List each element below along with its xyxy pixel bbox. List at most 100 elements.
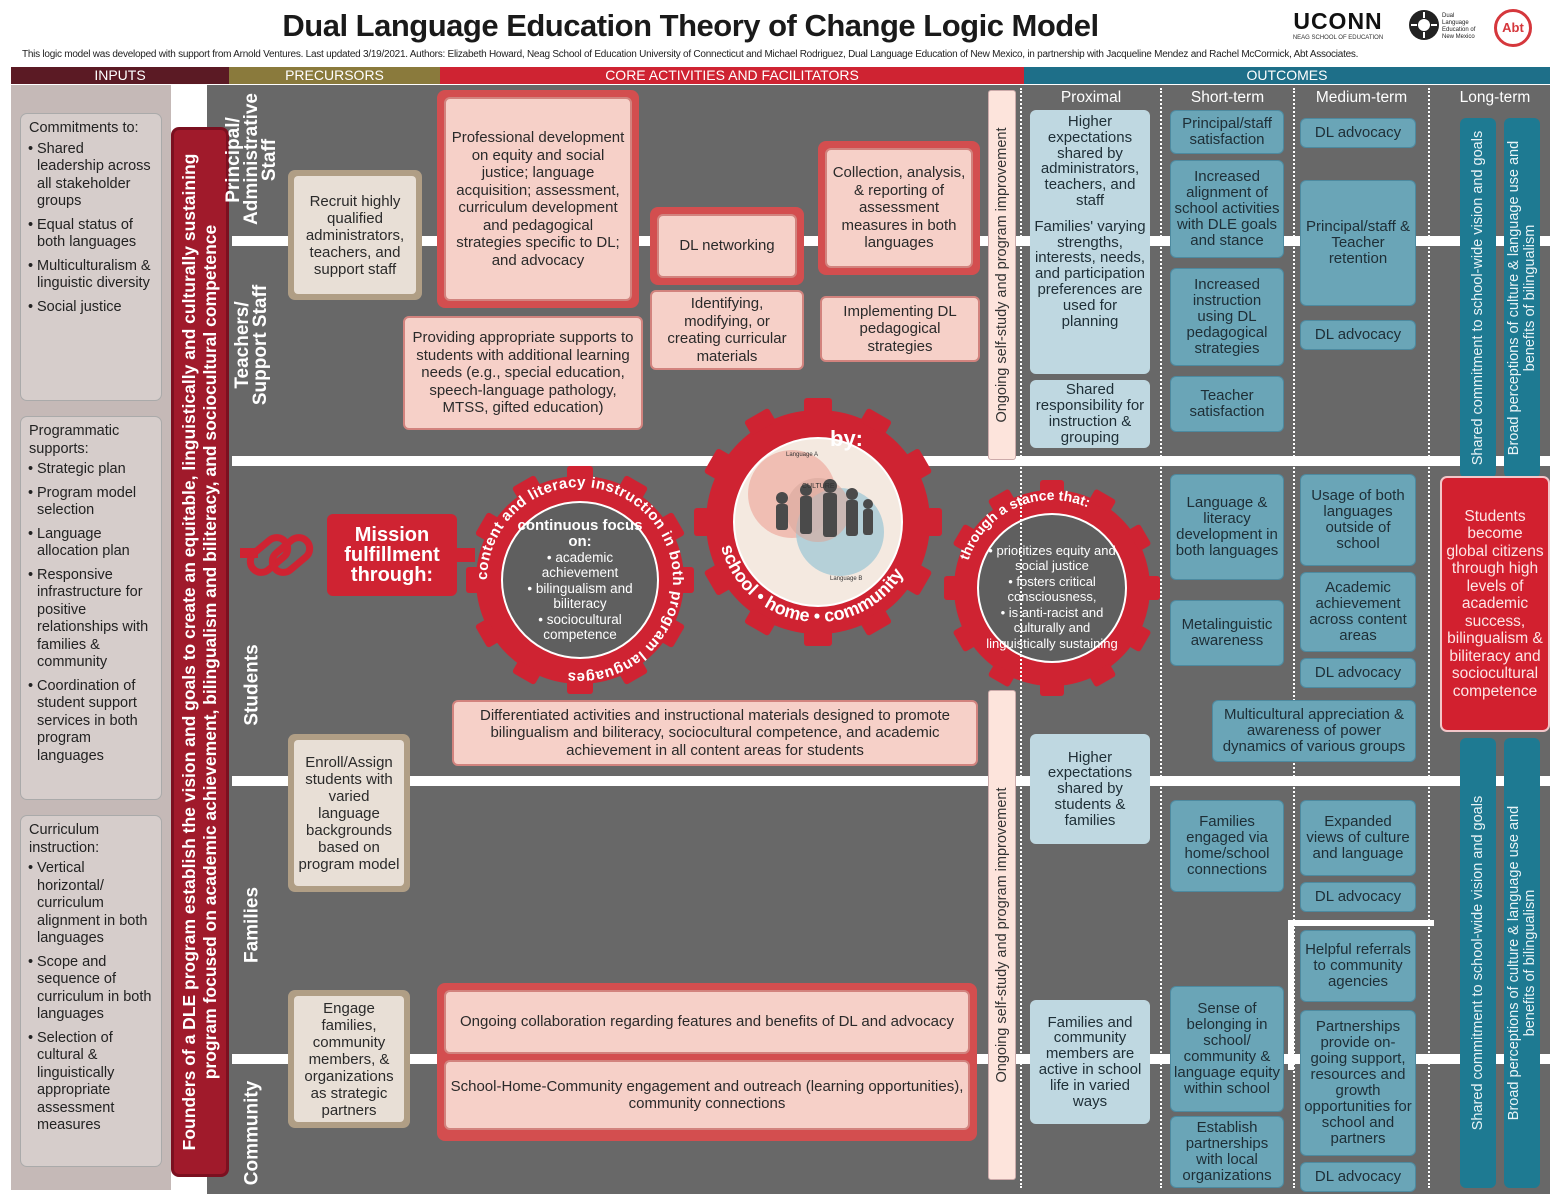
- page-title: Dual Language Education Theory of Change…: [282, 8, 1099, 43]
- long-students-global-citizens: Students become global citizens through …: [1440, 476, 1550, 732]
- outcome-divider: [1160, 88, 1162, 1188]
- gear-tooth: [475, 512, 499, 541]
- gear-tooth: [694, 508, 710, 536]
- gear-tooth: [1089, 664, 1116, 687]
- long-perceptions-bar-top: Broad perceptions of culture & language …: [1504, 118, 1540, 478]
- svg-text:Education of: Education of: [1442, 27, 1476, 33]
- row-label-admin: Principal/ Administrative Staff: [223, 93, 280, 225]
- medium-multicultural: Multicultural appreciation & awareness o…: [1212, 700, 1416, 762]
- networking-box: DL networking: [657, 214, 797, 278]
- community-bracket: [1288, 920, 1434, 1070]
- gear-tooth: [704, 564, 731, 596]
- medium-retention: Principal/staff & Teacher retention: [1300, 180, 1416, 306]
- gear-tooth: [860, 609, 892, 636]
- gear-tooth: [804, 398, 832, 414]
- community-frame: Ongoing collaboration regarding features…: [437, 983, 977, 1141]
- medium-expanded: Expanded views of culture and language: [1300, 800, 1416, 876]
- row-label-teachers: Teachers/ Support Staff: [232, 284, 271, 406]
- medium-partnerships: Partnerships provide on-going support, r…: [1300, 1010, 1416, 1156]
- chain-link-icon: [240, 534, 314, 576]
- short-instruction: Increased instruction using DL pedagogic…: [1170, 268, 1284, 366]
- gear-tooth: [1146, 576, 1160, 600]
- gear-tooth: [661, 619, 685, 648]
- pd-frame: Professional development on equity and s…: [437, 90, 639, 308]
- engagement-box: School-Home-Community engagement and out…: [444, 1060, 970, 1130]
- commitments-box: Commitments to: Shared leadership across…: [20, 113, 162, 401]
- gear-tooth: [567, 680, 593, 694]
- medium-referrals: Helpful referrals to community agencies: [1300, 930, 1416, 1002]
- materials-box: Identifying, modifying, or creating curr…: [650, 290, 804, 370]
- short-metalinguistic: Metalinguistic awareness: [1170, 600, 1284, 666]
- improvement-bar-bottom: Ongoing self-study and program improveme…: [988, 690, 1016, 1180]
- precursors-header: PRECURSORS: [229, 67, 440, 84]
- proximal-heading: Proximal: [1060, 89, 1122, 106]
- long-term-heading: Long-term: [1459, 89, 1531, 106]
- community-bracket-end: [1422, 920, 1434, 926]
- medium-advocacy-4: DL advocacy: [1300, 882, 1416, 912]
- gear2-language-b: Language B: [830, 576, 862, 582]
- engage-box: Engage families, community members, & or…: [288, 990, 410, 1128]
- gear-tooth: [475, 619, 499, 648]
- gear-tooth: [744, 408, 776, 435]
- gear-stance: through a stance that:: [944, 480, 1160, 696]
- medium-advocacy-3: DL advocacy: [1300, 658, 1416, 688]
- row-divider: [232, 776, 1550, 786]
- gear-tooth: [1089, 489, 1116, 512]
- gear-tooth: [619, 475, 648, 499]
- medium-advocacy-1: DL advocacy: [1300, 118, 1416, 148]
- programmatic-box: Programmatic supports: Strategic plan Pr…: [20, 416, 162, 800]
- gear-tooth: [661, 512, 685, 541]
- gear2-language-a: Language A: [786, 452, 818, 458]
- short-term-heading: Short-term: [1190, 89, 1265, 106]
- gear1-center: continuous focus on: • academic achievem…: [517, 516, 643, 642]
- gear-tooth: [988, 489, 1015, 512]
- gear2-by-label: by:: [830, 426, 863, 451]
- gear-content-instruction: content and literacy instruction in both…: [466, 466, 694, 694]
- gear-tooth: [744, 609, 776, 636]
- gear2-culture: CULTURE: [802, 483, 835, 490]
- differentiated-box: Differentiated activities and instructio…: [452, 700, 978, 766]
- short-literacy: Language & literacy development in both …: [1170, 474, 1284, 580]
- gear-tooth: [988, 664, 1015, 687]
- row-label-students: Students: [241, 644, 263, 726]
- medium-academic: Academic achievement across content area…: [1300, 572, 1416, 652]
- gear-tooth: [953, 524, 976, 551]
- gear-tooth: [804, 630, 832, 646]
- gear-tooth: [1040, 682, 1064, 696]
- implementing-box: Implementing DL pedagogical strategies: [820, 296, 980, 362]
- gear-tooth: [619, 661, 648, 685]
- inputs-header: INPUTS: [11, 67, 229, 84]
- collection-frame: Collection, analysis, & reporting of ass…: [818, 141, 980, 275]
- short-families-engaged: Families engaged via home/school connect…: [1170, 800, 1284, 892]
- credits-line: This logic model was developed with supp…: [22, 49, 1359, 60]
- gear-tooth: [512, 661, 541, 685]
- proximal-shared-responsibility: Shared responsibility for instruction & …: [1030, 380, 1150, 448]
- dle-logo: Dual Language Education of New Mexico: [1406, 6, 1482, 44]
- svg-text:Language: Language: [1442, 20, 1469, 26]
- recruit-box: Recruit highly qualified administrators,…: [288, 170, 422, 300]
- mission-connector: [455, 548, 475, 562]
- medium-advocacy-2: DL advocacy: [1300, 320, 1416, 350]
- gear-tooth: [512, 475, 541, 499]
- gear-tooth: [1040, 480, 1064, 494]
- row-label-families: Families: [241, 886, 263, 964]
- proximal-families-active: Families and community members are activ…: [1030, 1000, 1150, 1124]
- medium-usage: Usage of both languages outside of schoo…: [1300, 474, 1416, 566]
- short-satisfaction: Principal/staff satisfaction: [1170, 110, 1284, 154]
- collaboration-box: Ongoing collaboration regarding features…: [444, 990, 970, 1054]
- improvement-bar-top: Ongoing self-study and program improveme…: [988, 90, 1016, 460]
- gear-tooth: [466, 567, 480, 593]
- enroll-box: Enroll/Assign students with varied langu…: [288, 734, 410, 892]
- collection-box: Collection, analysis, & reporting of ass…: [825, 148, 973, 268]
- medium-advocacy-5: DL advocacy: [1300, 1162, 1416, 1192]
- gear-tooth: [953, 625, 976, 652]
- long-commitment-bar-top: Shared commitment to school-wide vision …: [1460, 118, 1496, 478]
- gear3-center: • prioritizes equity and social justice …: [986, 542, 1118, 651]
- gear-tooth: [905, 448, 932, 480]
- outcome-divider: [1293, 88, 1295, 1188]
- svg-text:Dual: Dual: [1442, 13, 1454, 19]
- proximal-expectations-staff: Higher expectations shared by administra…: [1030, 110, 1150, 374]
- gear-tooth: [944, 576, 958, 600]
- outcomes-header: OUTCOMES: [1024, 67, 1550, 84]
